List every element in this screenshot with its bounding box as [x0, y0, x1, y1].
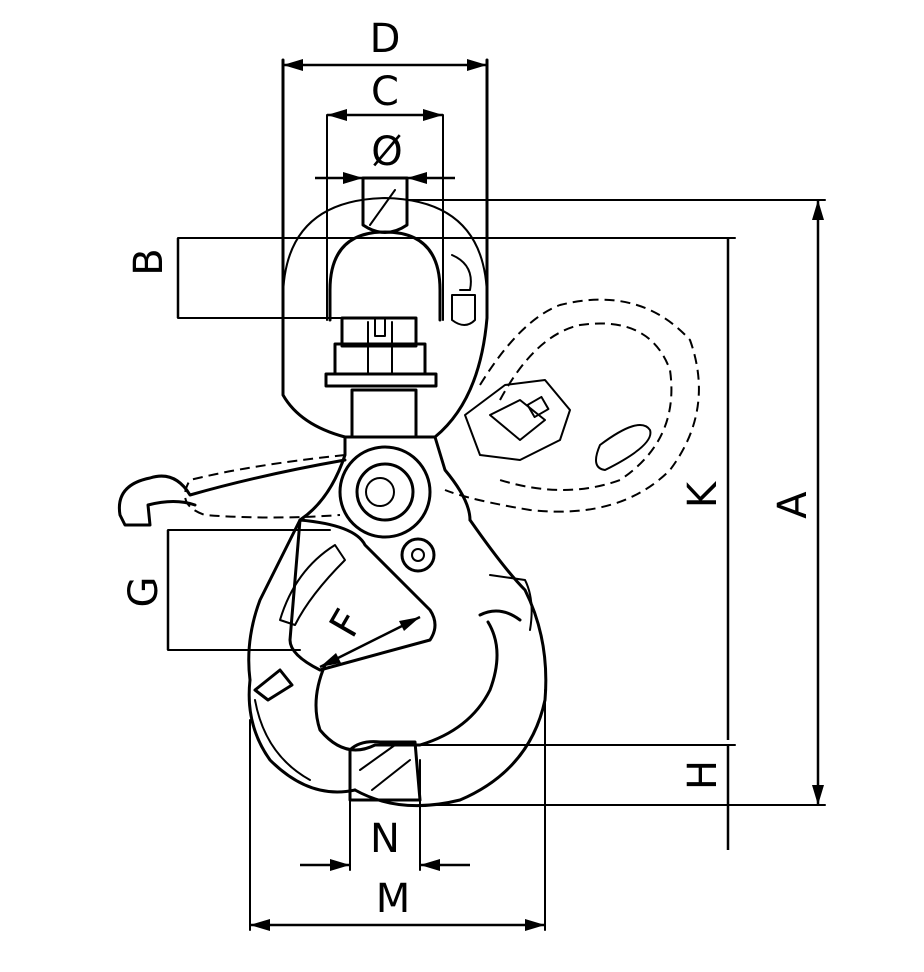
label-g: G: [121, 577, 167, 608]
label-diameter: Ø: [371, 129, 402, 175]
label-m: M: [376, 876, 411, 922]
label-c: C: [371, 69, 399, 115]
hook-body: [247, 435, 548, 808]
swivel-eye: [281, 58, 489, 439]
label-a: A: [770, 491, 816, 519]
label-f: F: [321, 602, 372, 645]
label-n: N: [370, 816, 400, 862]
label-h: H: [680, 760, 726, 790]
label-k: K: [680, 480, 726, 508]
rotated-hook-outline: [117, 298, 700, 527]
label-b: B: [126, 248, 172, 275]
dimension-labels: D C Ø B K A G F H N M: [121, 16, 816, 922]
label-d: D: [370, 16, 401, 62]
dimension-lines: [166, 59, 826, 931]
